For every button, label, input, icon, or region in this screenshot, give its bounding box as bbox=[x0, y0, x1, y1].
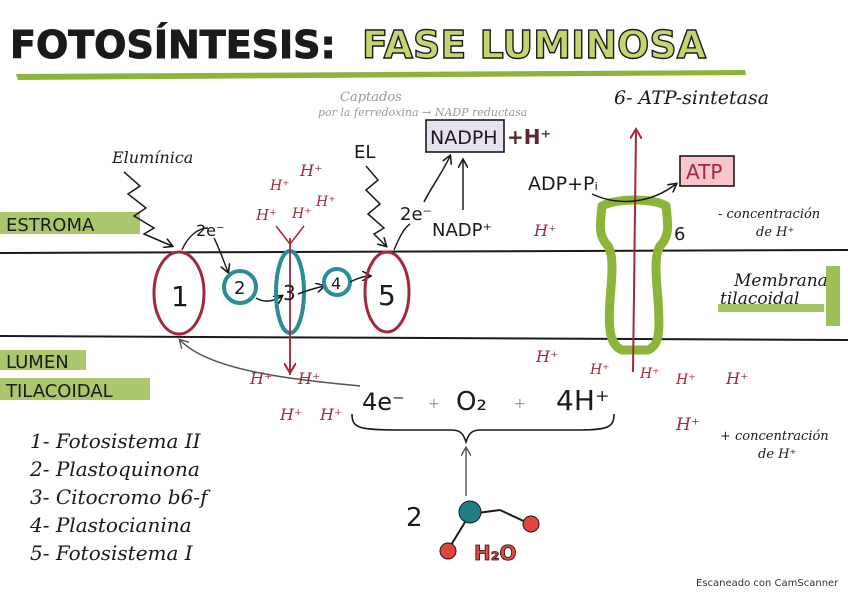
electrons-4e: 4e⁻ bbox=[362, 388, 405, 416]
light-zigzag-2 bbox=[366, 166, 386, 246]
captados-note-line2: por la ferredoxina → NADP reductasa bbox=[318, 106, 527, 119]
proton-label: H⁺ bbox=[269, 178, 290, 194]
complex-1-label: 1 bbox=[171, 280, 189, 313]
proton-label: H⁺ bbox=[639, 366, 660, 382]
water-coefficient: 2 bbox=[406, 503, 423, 533]
proton-label: H⁺ bbox=[297, 369, 320, 388]
electron-flow-psi bbox=[394, 224, 410, 250]
electron-flow-to-nadph bbox=[424, 156, 450, 202]
nadph-label: NADPH bbox=[430, 127, 498, 149]
captados-note-line1: Captados bbox=[340, 90, 402, 105]
complex-3-label: 3 bbox=[283, 281, 296, 305]
proton-label: H⁺ bbox=[249, 369, 272, 388]
electron-flow-to-pq bbox=[214, 238, 228, 272]
camscanner-watermark: Escaneado con CamScanner bbox=[696, 578, 839, 589]
conc-high-line1: + concentración bbox=[720, 429, 829, 444]
proton-label: H⁺ bbox=[675, 372, 696, 388]
electrons-2e-right: 2e⁻ bbox=[400, 204, 432, 225]
title-part1: FOTOSÍNTESIS: bbox=[10, 23, 336, 67]
legend: 1- Fotosistema II 2- Plastoquinona 3- Ci… bbox=[29, 429, 211, 565]
atp-label: ATP bbox=[686, 160, 722, 184]
proton-label: H⁺ bbox=[535, 347, 558, 366]
water-label: H₂O bbox=[474, 541, 517, 565]
proton-labels: H⁺ H⁺ H⁺ H⁺ H⁺ H⁺ H⁺ H⁺ H⁺ H⁺ H⁺ H⁺ H⁺ H… bbox=[249, 161, 748, 435]
membrane-label-line1: Membrana bbox=[733, 271, 828, 291]
proton-label: H⁺ bbox=[675, 415, 700, 435]
proton-label: H⁺ bbox=[533, 221, 556, 240]
proton-label: H⁺ bbox=[291, 206, 312, 222]
electrons-2e-left: 2e⁻ bbox=[196, 221, 224, 240]
legend-item-5: 5- Fotosistema I bbox=[30, 541, 194, 565]
plus-sign-2: + bbox=[514, 396, 526, 412]
plus-sign-1: + bbox=[428, 396, 440, 412]
proton-pump-arrow-right bbox=[290, 226, 304, 244]
adp-pi-label: ADP+Pᵢ bbox=[528, 173, 598, 195]
lumen-label-line2: TILACOIDAL bbox=[5, 381, 113, 402]
nadp-label: NADP⁺ bbox=[432, 220, 492, 241]
protons-4h: 4H⁺ bbox=[556, 384, 610, 417]
legend-item-4: 4- Plastocianina bbox=[29, 513, 192, 537]
legend-item-3: 3- Citocromo b6-f bbox=[30, 485, 211, 509]
legend-item-2: 2- Plastoquinona bbox=[29, 457, 200, 481]
e-luminica-label: Elumínica bbox=[111, 148, 193, 167]
legend-item-1: 1- Fotosistema II bbox=[30, 429, 202, 453]
nadph-h-label: +H⁺ bbox=[507, 125, 551, 149]
lumen-label-line1: LUMEN bbox=[6, 352, 69, 373]
proton-label: H⁺ bbox=[279, 405, 302, 424]
title-part2: FASE LUMINOSA bbox=[362, 23, 707, 67]
proton-label: H⁺ bbox=[255, 206, 277, 224]
atp-synthase-label: 6- ATP-sintetasa bbox=[614, 87, 769, 109]
complex-5-label: 5 bbox=[378, 279, 396, 312]
proton-label: H⁺ bbox=[315, 194, 336, 210]
proton-label: H⁺ bbox=[589, 362, 610, 378]
products-brace bbox=[352, 414, 614, 442]
electron-flow-3-4 bbox=[298, 286, 324, 294]
complex-4-label: 4 bbox=[331, 274, 341, 293]
proton-label: H⁺ bbox=[725, 369, 748, 388]
complex-2-label: 2 bbox=[234, 278, 245, 299]
proton-pump-arrow-left bbox=[276, 226, 290, 244]
membrane-label-line2: tilacoidal bbox=[720, 289, 800, 309]
membrane-top-line bbox=[0, 250, 848, 253]
membrane-bottom-line bbox=[0, 336, 848, 340]
complex-6-label: 6 bbox=[674, 224, 685, 245]
proton-label: H⁺ bbox=[319, 405, 342, 424]
title: FOTOSÍNTESIS: FASE LUMINOSA bbox=[10, 23, 707, 67]
membrane-marker-right bbox=[826, 266, 840, 326]
conc-low-line1: - concentración bbox=[718, 207, 820, 222]
proton-label: H⁺ bbox=[299, 161, 322, 180]
title-underline bbox=[16, 70, 746, 80]
oxygen-label: O₂ bbox=[456, 387, 487, 417]
light-zigzag-1 bbox=[124, 172, 172, 246]
conc-low-line2: de H⁺ bbox=[756, 225, 794, 240]
e-l-label: EL bbox=[354, 142, 375, 163]
stroma-label: ESTROMA bbox=[6, 215, 95, 236]
conc-high-line2: de H⁺ bbox=[758, 447, 796, 462]
